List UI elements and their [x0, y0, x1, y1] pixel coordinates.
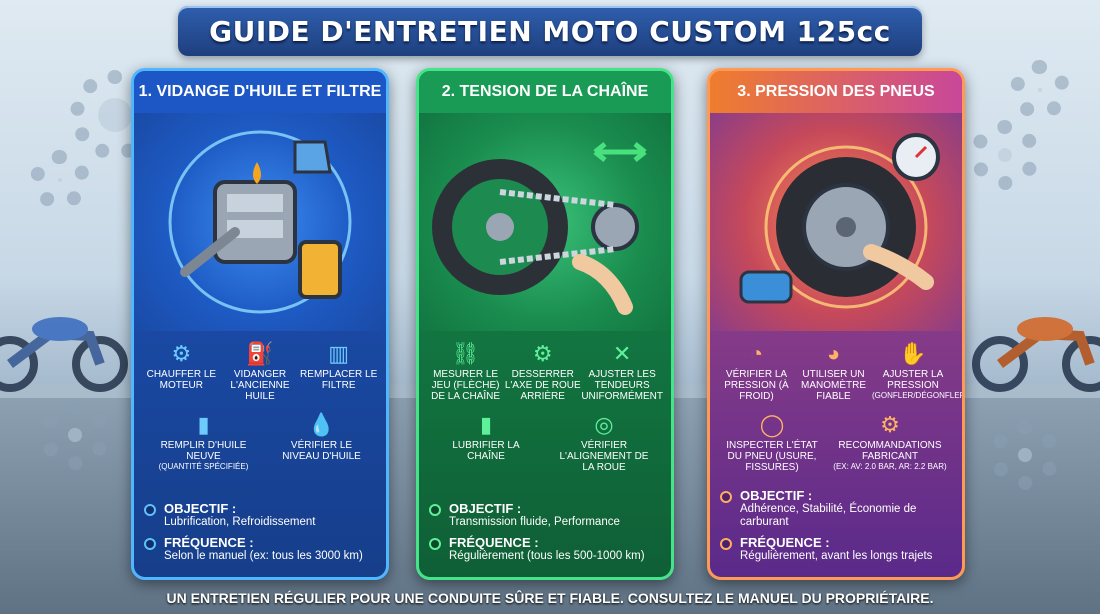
lube-spray-icon: ▮	[479, 412, 493, 437]
frequency-row: FRÉQUENCE : Selon le manuel (ex: tous le…	[144, 535, 376, 563]
step-label: VÉRIFIER LA PRESSION (À FROID)	[724, 369, 789, 402]
gear-icon	[990, 420, 1060, 490]
bullet-icon	[429, 504, 441, 516]
gear-icon	[30, 150, 90, 210]
settings-icon: ⚙	[880, 412, 900, 437]
step-label: REMPLACER LE FILTRE	[300, 369, 378, 391]
objective-label: OBJECTIF :	[164, 501, 237, 516]
step-refill-oil: ▮ REMPLIR D'HUILE NEUVE(QUANTITÉ SPÉCIFI…	[149, 410, 259, 471]
tire-illustration	[710, 113, 962, 331]
page-title: GUIDE D'ENTRETIEN MOTO CUSTOM 125cc	[209, 14, 891, 48]
step-inspect-tire: ◯ INSPECTER L'ÉTAT DU PNEU (USURE, FISSU…	[722, 410, 822, 473]
gear-icon	[970, 120, 1040, 190]
step-label: MESURER LE JEU (FLÈCHE) DE LA CHAÎNE	[431, 369, 501, 402]
chain-icon: ⛓	[451, 341, 480, 366]
card-tire-pressure: 3. PRESSION DES PNEUS ◔ VÉRIFIER LA PRES…	[707, 68, 965, 580]
step-use-manometer: ◕ UTILISER UN MANOMÈTRE FIABLE	[795, 339, 872, 402]
frequency-value: Régulièrement, avant les longs trajets	[740, 550, 933, 562]
step-label: INSPECTER L'ÉTAT DU PNEU (USURE, FISSURE…	[726, 440, 818, 473]
frequency-label: FRÉQUENCE :	[164, 535, 254, 550]
step-label: AJUSTER LES TENDEURS UNIFORMÉMENT	[581, 369, 663, 402]
oil-drop-icon: 💧	[307, 412, 336, 437]
motorcycle-right-illustration	[972, 317, 1100, 392]
step-label: CHAUFFER LE MOTEUR	[146, 369, 217, 391]
step-label: RECOMMANDATIONS FABRICANT(ex: AV: 2.0 ba…	[833, 440, 947, 471]
step-label: AJUSTER LA PRESSION(GONFLER/DÉGONFLER)	[872, 369, 965, 400]
card-oil-change: 1. VIDANGE D'HUILE ET FILTRE ⚙ CHAUFFER …	[131, 68, 389, 580]
bullet-icon	[144, 504, 156, 516]
card-chain-tension: 2. TENSION DE LA CHAÎNE ⛓ MESURER LE JEU…	[416, 68, 674, 580]
step-label: REMPLIR D'HUILE NEUVE(QUANTITÉ SPÉCIFIÉE…	[158, 440, 249, 471]
frequency-row: FRÉQUENCE : Régulièrement (tous les 500-…	[429, 535, 661, 563]
card-heading: 3. PRESSION DES PNEUS	[710, 71, 962, 113]
objective-row: OBJECTIF : Adhérence, Stabilité, Économi…	[720, 488, 952, 529]
engine-icon: ⚙	[171, 341, 192, 366]
step-measure-slack: ⛓ MESURER LE JEU (FLÈCHE) DE LA CHAÎNE	[427, 339, 504, 402]
objective-row: OBJECTIF : Transmission fluide, Performa…	[429, 501, 661, 529]
chain-illustration	[419, 113, 671, 331]
frequency-value: Selon le manuel (ex: tous les 3000 km)	[164, 550, 363, 562]
objective-value: Adhérence, Stabilité, Économie de carbur…	[740, 503, 917, 528]
step-label: VÉRIFIER L'ALIGNEMENT DE LA ROUE	[559, 440, 649, 473]
step-replace-filter: ▥ REMPLACER LE FILTRE	[299, 339, 378, 402]
step-manufacturer-recommendations: ⚙ RECOMMANDATIONS FABRICANT(ex: AV: 2.0 …	[830, 410, 950, 473]
step-label: UTILISER UN MANOMÈTRE FIABLE	[801, 369, 866, 402]
frequency-label: FRÉQUENCE :	[740, 535, 830, 550]
title-banner: GUIDE D'ENTRETIEN MOTO CUSTOM 125cc	[178, 6, 922, 56]
step-label: DESSERRER L'AXE DE ROUE ARRIÈRE	[504, 369, 581, 402]
step-adjust-tensioners: ✕ AJUSTER LES TENDEURS UNIFORMÉMENT	[581, 339, 663, 402]
frequency-label: FRÉQUENCE :	[449, 535, 539, 550]
step-check-alignment: ◎ VÉRIFIER L'ALIGNEMENT DE LA ROUE	[554, 410, 654, 473]
gear-icon	[40, 400, 110, 470]
gauge-icon: ◔	[749, 341, 764, 366]
objective-value: Transmission fluide, Performance	[449, 516, 620, 528]
step-drain-oil: ⛽ VIDANGER L'ANCIENNE HUILE	[221, 339, 300, 402]
wheel-alignment-icon: ◎	[594, 412, 614, 437]
bullet-icon	[720, 491, 732, 503]
step-label: VIDANGER L'ANCIENNE HUILE	[230, 369, 290, 402]
bullet-icon	[429, 538, 441, 550]
hand-adjust-icon: ✋	[899, 341, 927, 366]
wrench-screwdriver-icon: ✕	[612, 341, 632, 366]
step-warm-engine: ⚙ CHAUFFER LE MOTEUR	[142, 339, 221, 402]
motorcycle-left-illustration	[0, 317, 128, 392]
card-heading: 1. VIDANGE D'HUILE ET FILTRE	[134, 71, 386, 113]
step-loosen-axle: ⚙ DESSERRER L'AXE DE ROUE ARRIÈRE	[504, 339, 581, 402]
footer-note: UN ENTRETIEN RÉGULIER POUR UNE CONDUITE …	[166, 590, 934, 606]
manometer-icon: ◕	[826, 341, 841, 366]
card-heading: 2. TENSION DE LA CHAÎNE	[419, 71, 671, 113]
step-lubricate-chain: ▮ LUBRIFIER LA CHAÎNE	[436, 410, 536, 473]
frequency-value: Régulièrement (tous les 500-1000 km)	[449, 550, 645, 562]
oil-can-icon: ⛽	[246, 341, 274, 366]
gear-icon	[1010, 60, 1070, 120]
step-check-level: 💧 VÉRIFIER LE NIVEAU D'HUILE	[272, 410, 372, 471]
bullet-icon	[144, 538, 156, 550]
step-label: LUBRIFIER LA CHAÎNE	[452, 440, 520, 462]
objective-row: OBJECTIF : Lubrification, Refroidissemen…	[144, 501, 376, 529]
oil-filter-icon: ▥	[328, 341, 350, 366]
objective-label: OBJECTIF :	[740, 488, 813, 503]
step-label: VÉRIFIER LE NIVEAU D'HUILE	[282, 440, 361, 462]
objective-value: Lubrification, Refroidissement	[164, 516, 316, 528]
frequency-row: FRÉQUENCE : Régulièrement, avant les lon…	[720, 535, 952, 563]
sprocket-icon: ⚙	[532, 341, 553, 366]
engine-illustration	[134, 113, 386, 331]
bullet-icon	[720, 538, 732, 550]
step-adjust-pressure: ✋ AJUSTER LA PRESSION(GONFLER/DÉGONFLER)	[872, 339, 965, 402]
objective-label: OBJECTIF :	[449, 501, 522, 516]
oil-bottle-icon: ▮	[197, 412, 210, 437]
tire-icon: ◯	[759, 412, 785, 437]
step-check-pressure: ◔ VÉRIFIER LA PRESSION (À FROID)	[718, 339, 795, 402]
